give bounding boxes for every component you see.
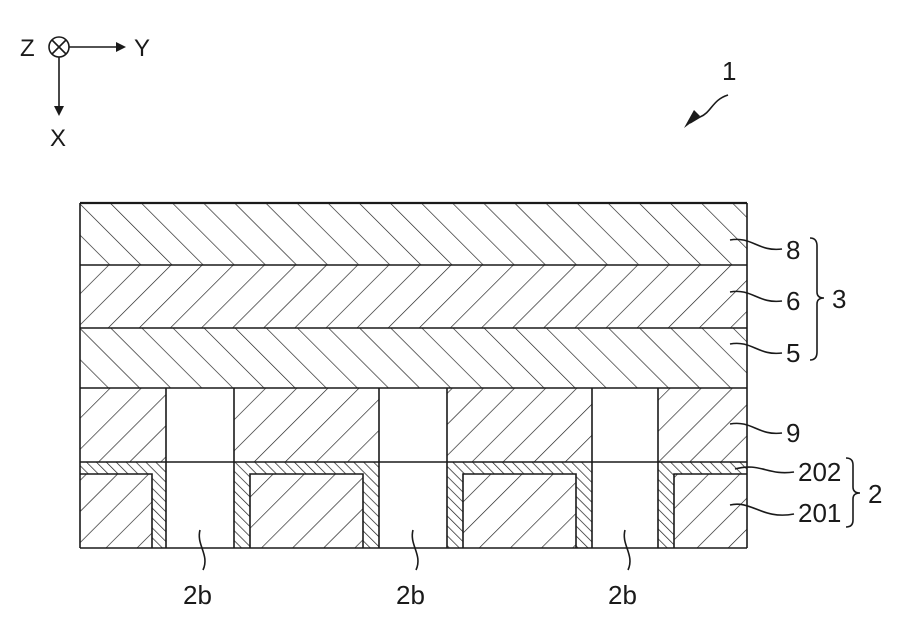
layer-5	[80, 328, 747, 388]
label-layer-202: 202	[798, 457, 841, 487]
label-layer-5: 5	[786, 338, 800, 368]
label-layer-6: 6	[786, 286, 800, 316]
group-3-brace: 3	[810, 238, 846, 360]
y-axis-label: Y	[134, 35, 150, 62]
group-2-brace: 2	[846, 458, 882, 527]
label-hole-3: 2b	[608, 580, 637, 610]
device-reference: 1	[684, 56, 736, 128]
z-axis-into-page-icon	[49, 37, 69, 57]
device-label: 1	[722, 56, 736, 86]
body-201-block-4	[674, 474, 747, 548]
label-hole-2: 2b	[396, 580, 425, 610]
body-201-block-3	[463, 474, 576, 548]
body-201-block-1	[80, 474, 152, 548]
axis-indicator: Z Y X	[20, 35, 150, 152]
label-layer-201: 201	[798, 498, 841, 528]
layer-8	[80, 203, 747, 265]
label-layer-9: 9	[786, 418, 800, 448]
layer-6	[80, 265, 747, 328]
label-layer-8: 8	[786, 235, 800, 265]
label-group-3: 3	[832, 284, 846, 314]
z-axis-label: Z	[20, 35, 35, 62]
label-group-2: 2	[868, 479, 882, 509]
layer-9	[80, 388, 747, 462]
substrate-2	[80, 462, 747, 548]
label-hole-1: 2b	[183, 580, 212, 610]
body-201-block-2	[250, 474, 363, 548]
x-axis-label: X	[50, 125, 66, 152]
